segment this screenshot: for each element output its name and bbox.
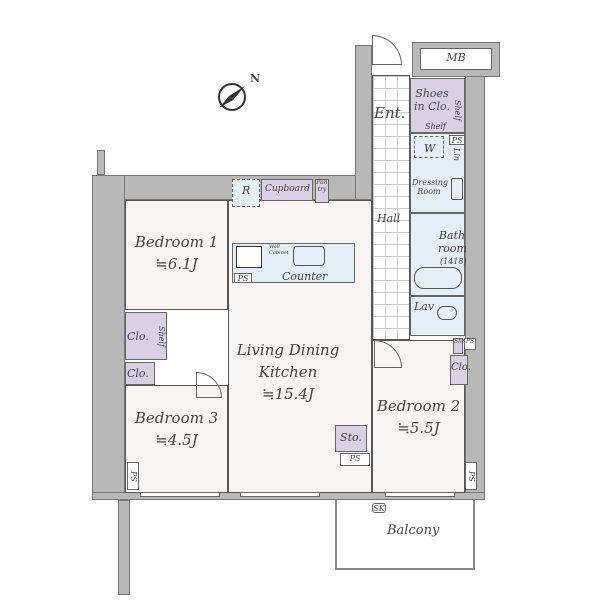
refrigerator-label: R xyxy=(242,184,251,197)
bathtub-icon xyxy=(414,267,462,289)
bathroom-label: Bath room xyxy=(438,229,467,255)
lavatory-label: Lav xyxy=(414,300,435,313)
wall-left-lower xyxy=(118,500,130,595)
room-bedroom-3 xyxy=(125,385,228,493)
mb-label: MB xyxy=(446,51,466,64)
bedroom-3-door[interactable] xyxy=(196,372,222,398)
ldk-label-line2: Kitchen xyxy=(258,363,318,381)
shoes-shelf-side-label: Shelf xyxy=(453,100,462,121)
entrance-door[interactable] xyxy=(372,35,402,65)
window-ldk xyxy=(240,492,320,497)
wall-left xyxy=(92,175,125,500)
ps-mid: PS xyxy=(340,453,370,466)
washer-space xyxy=(414,136,444,158)
ldk-label-line1: Living Dining xyxy=(236,341,340,359)
ps-right-bottom: PS xyxy=(465,462,477,490)
bathroom-size-label: (1418) xyxy=(440,257,467,266)
window-bedroom-2 xyxy=(385,492,455,497)
counter-label: Counter xyxy=(282,270,328,283)
ps-kitchen: PS xyxy=(234,273,252,283)
stove-icon xyxy=(236,246,262,268)
shoes-shelf-label: Shelf xyxy=(425,122,446,131)
storage-sto: Sto. xyxy=(335,425,367,452)
wall-cabinet-label: Wall Cabinet xyxy=(269,244,289,256)
hall-label: Hall xyxy=(377,212,401,225)
ps-left-bottom: PS xyxy=(127,462,139,490)
linen-label: Lin xyxy=(452,148,461,162)
compass-icon xyxy=(215,80,249,114)
washer-label: W xyxy=(424,142,436,155)
bedroom-1-size: ≒6.1J xyxy=(155,255,198,273)
closet-1 xyxy=(125,312,167,360)
bedroom-1-label: Bedroom 1 xyxy=(134,233,219,251)
closet-2-label: Clo. xyxy=(127,367,149,380)
wall-left-stub xyxy=(97,150,105,175)
dressing-room-label: Dressing Room xyxy=(412,178,449,197)
cupboard xyxy=(261,179,313,201)
ps-top: PS xyxy=(449,135,465,145)
balcony-label: Balcony xyxy=(387,523,440,538)
sink-icon xyxy=(451,178,463,200)
toilet-icon xyxy=(437,306,457,320)
bedroom-3-label: Bedroom 3 xyxy=(134,409,219,427)
shoe-storage: Sho xyxy=(453,338,466,354)
wall-right xyxy=(465,75,485,500)
bedroom-2-size: ≒5.5J xyxy=(397,419,440,437)
room-hall xyxy=(372,75,410,340)
closet-1-label: Clo. xyxy=(127,330,149,343)
ps-right: PS xyxy=(464,338,476,350)
ldk-size: ≒15.4J xyxy=(262,385,314,403)
entrance-label: Ent. xyxy=(374,104,406,122)
room-bedroom-1 xyxy=(125,200,228,310)
bedroom-3-size: ≒4.5J xyxy=(155,431,198,449)
balcony xyxy=(335,500,475,570)
bedroom-2-label: Bedroom 2 xyxy=(376,397,461,415)
cupboard-label: Cupboard xyxy=(265,184,311,194)
compass-north-label: N xyxy=(250,72,261,85)
wall-hall-left xyxy=(355,45,372,200)
window-bedroom-3 xyxy=(140,492,220,497)
mb-box xyxy=(420,48,492,70)
pantry: Pan try xyxy=(315,179,329,203)
closet-1-shelf-label: Shelf xyxy=(157,326,166,347)
kitchen-sink-icon xyxy=(293,246,325,266)
shoes-closet xyxy=(410,78,465,133)
slop-sink-label: SK xyxy=(372,503,386,513)
shoes-label: Shoes in Clo. xyxy=(414,87,450,113)
closet-3: Clo. xyxy=(450,355,471,385)
closet-2 xyxy=(125,362,155,385)
refrigerator-space xyxy=(232,179,260,207)
